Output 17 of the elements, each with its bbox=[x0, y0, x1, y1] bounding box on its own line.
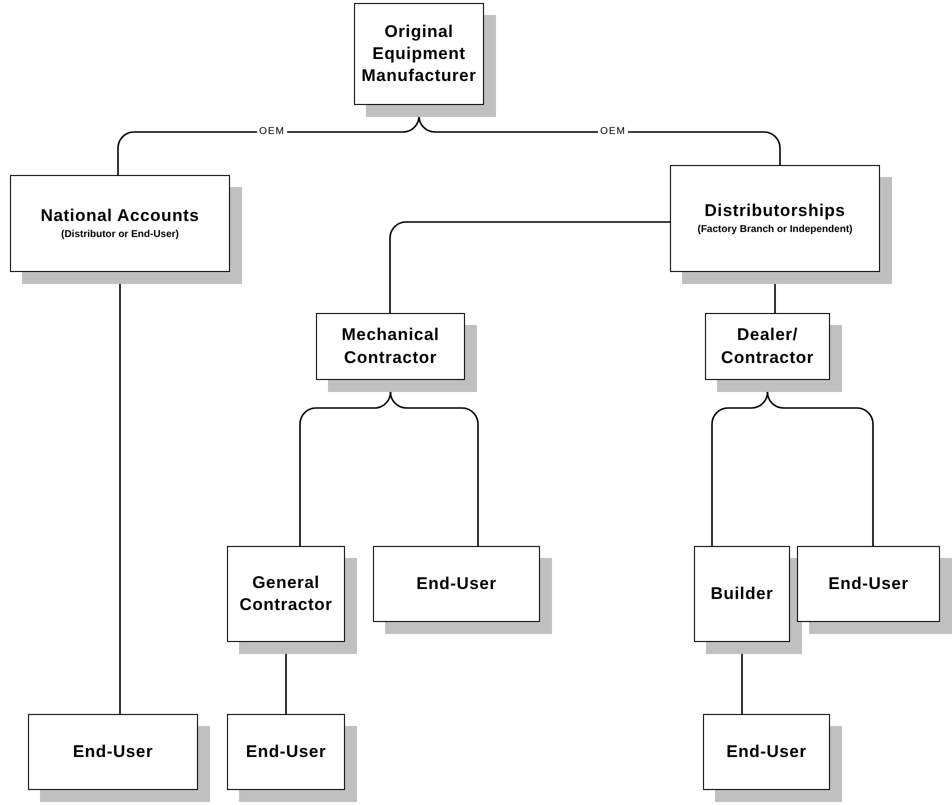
box-title: General Contractor bbox=[238, 572, 334, 616]
connector-line bbox=[389, 221, 670, 313]
box-title: Mechanical Contractor bbox=[340, 324, 440, 368]
box-title: Distributorships bbox=[704, 200, 846, 222]
box-title: End-User bbox=[828, 572, 909, 595]
edge-label: OEM bbox=[257, 127, 287, 137]
box-title: End-User bbox=[416, 572, 497, 595]
box-title: National Accounts bbox=[40, 205, 200, 228]
box-title: Dealer/ Contractor bbox=[720, 324, 815, 368]
box-title: Builder bbox=[710, 582, 774, 605]
box-title: End-User bbox=[72, 740, 154, 763]
box-subtitle: (Factory Branch or Independent) bbox=[697, 224, 852, 237]
edge-label: OEM bbox=[598, 127, 628, 137]
box-title: End-User bbox=[246, 740, 326, 763]
box-subtitle: (Distributor or End-User) bbox=[61, 229, 179, 242]
box-title: Original Equipment Manufacturer bbox=[360, 20, 478, 88]
box-title: End-User bbox=[726, 740, 807, 763]
